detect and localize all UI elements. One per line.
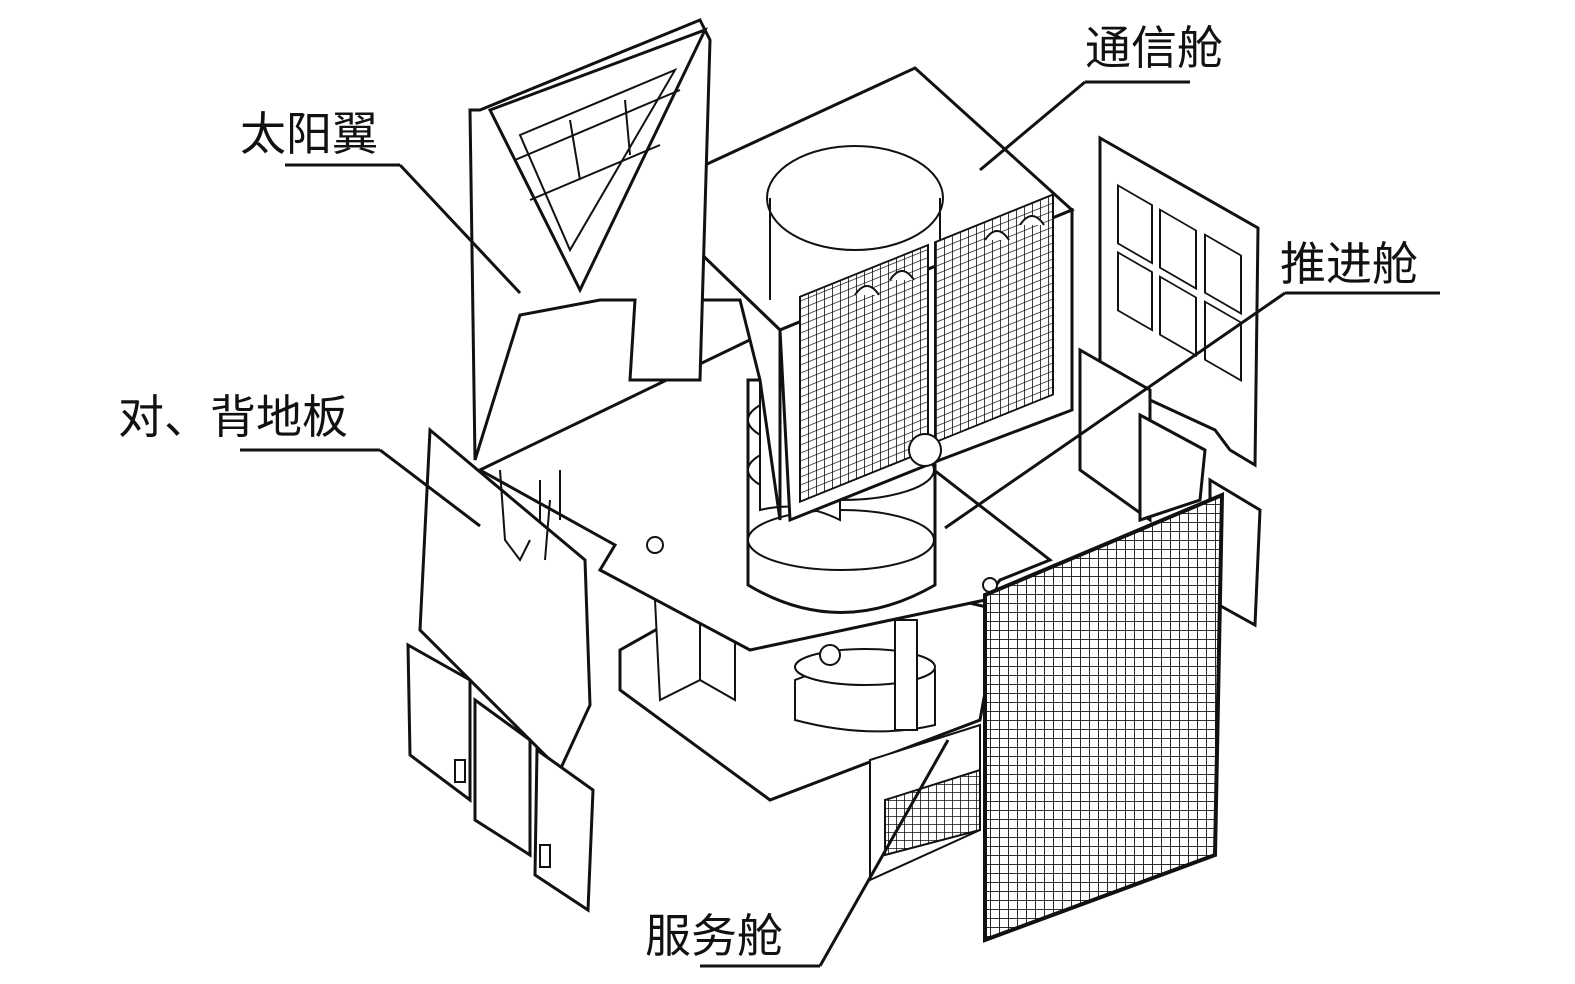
label-panels: 对、背地板 (118, 390, 348, 444)
label-service-module: 服务舱 (645, 909, 783, 963)
lattice-panel-front (869, 491, 1225, 943)
side-panels-right (1078, 347, 1262, 628)
communication-module (637, 66, 1075, 523)
label-comm-module: 通信舱 (1085, 21, 1223, 75)
left-floor-panels (406, 426, 595, 913)
label-propulsion-module: 推进舱 (1280, 237, 1418, 291)
solar-wing-left (468, 18, 712, 461)
label-solar-wing: 太阳翼 (240, 107, 378, 161)
leader-lines (240, 80, 1440, 968)
